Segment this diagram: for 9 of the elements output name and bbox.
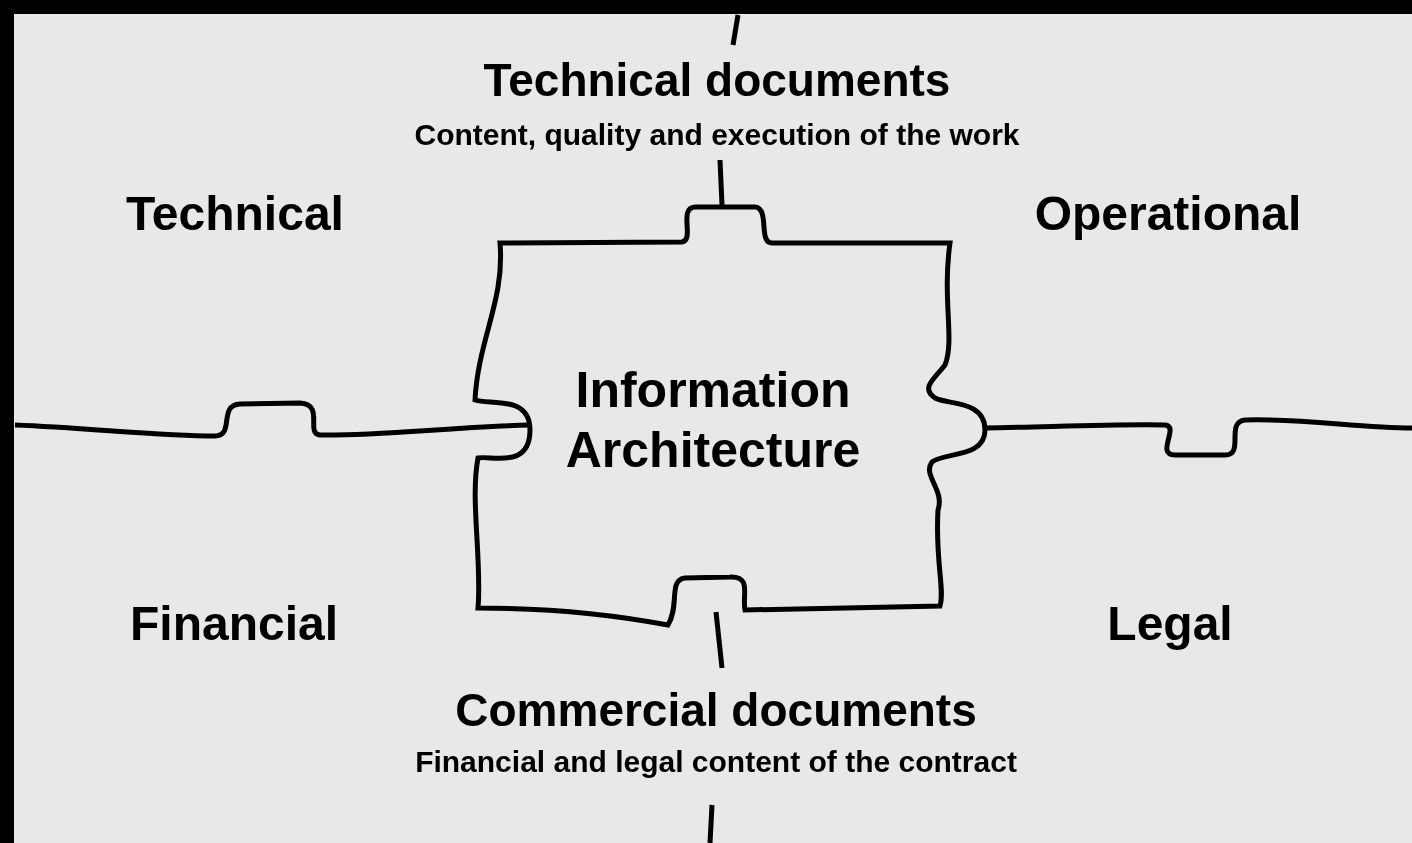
section-heading: Technical documents (483, 55, 951, 106)
quadrant-label: Financial (129, 598, 339, 651)
quadrant-label: Technical (126, 188, 344, 241)
quadrant-label: Legal (1107, 598, 1233, 651)
section-heading: Commercial documents (455, 685, 977, 736)
piece-title: Information Architecture (564, 361, 862, 480)
quadrant-label: Operational (1034, 188, 1302, 241)
section-subtitle: Financial and legal content of the contract (415, 745, 1017, 778)
section-subtitle: Content, quality and execution of the work (414, 118, 1020, 151)
